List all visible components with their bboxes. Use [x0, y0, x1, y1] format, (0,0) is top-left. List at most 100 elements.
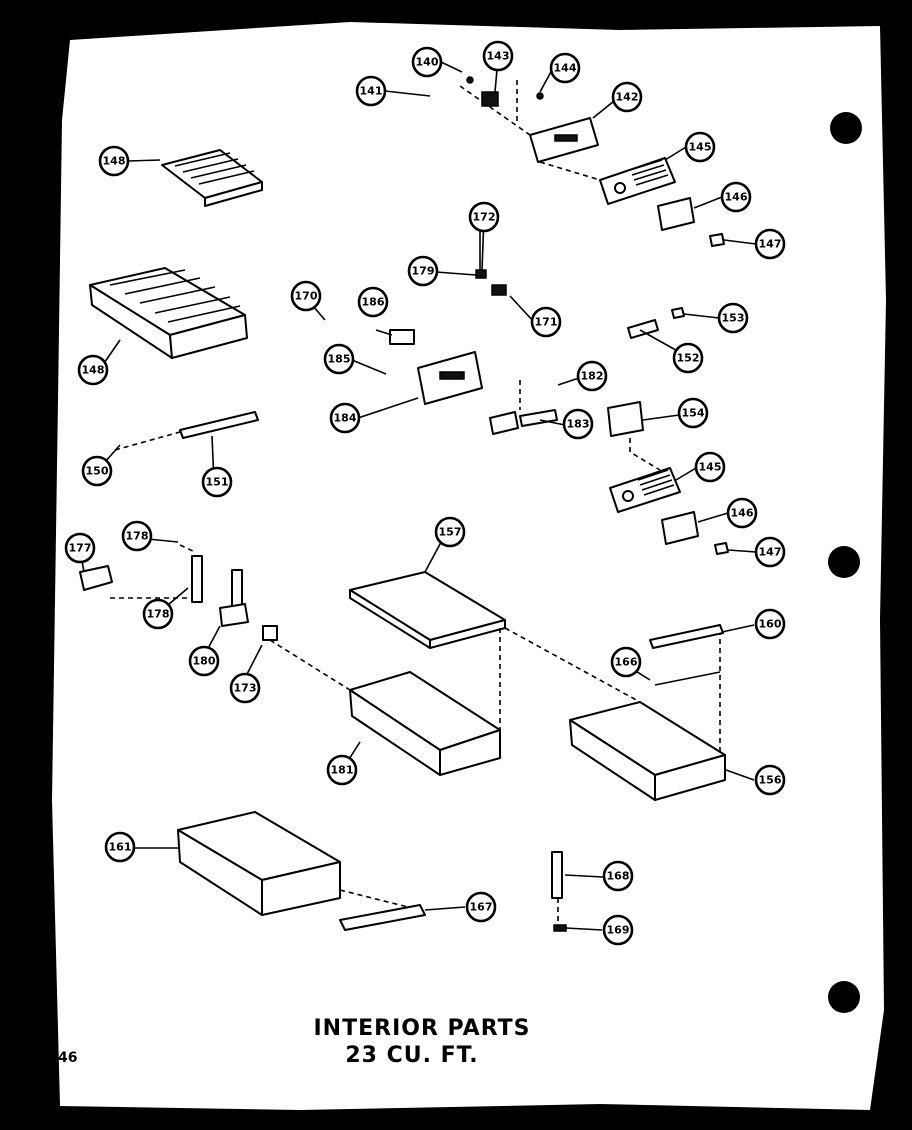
svg-text:145: 145 — [689, 141, 712, 154]
svg-text:146: 146 — [731, 507, 754, 520]
upper-rails-part — [649, 624, 724, 686]
svg-text:146: 146 — [725, 191, 748, 204]
svg-text:177: 177 — [69, 542, 92, 555]
callout-143: 143 — [482, 40, 514, 72]
binder-hole-bottom — [828, 981, 860, 1013]
callout-169: 169 — [602, 914, 634, 946]
paper — [52, 22, 886, 1110]
svg-text:141: 141 — [360, 85, 383, 98]
binder-hole-top — [830, 112, 862, 144]
callout-144: 144 — [549, 52, 581, 84]
callout-152: 152 — [672, 342, 704, 374]
callout-145-upper: 145 — [684, 131, 716, 163]
vegetable-pan-part — [177, 811, 421, 916]
callout-173: 173 — [229, 672, 261, 704]
svg-text:172: 172 — [473, 211, 496, 224]
callout-161: 161 — [104, 831, 136, 863]
svg-text:180: 180 — [193, 655, 216, 668]
callout-178-lower: 178 — [142, 598, 174, 630]
callout-179: 179 — [407, 255, 439, 287]
svg-text:178: 178 — [126, 530, 149, 543]
callout-140: 140 — [411, 46, 443, 78]
svg-text:152: 152 — [677, 352, 700, 365]
callout-168: 168 — [602, 860, 634, 892]
callout-180: 180 — [188, 645, 220, 677]
svg-text:150: 150 — [86, 465, 109, 478]
svg-text:157: 157 — [439, 526, 462, 539]
svg-text:167: 167 — [470, 901, 493, 914]
svg-text:186: 186 — [362, 296, 385, 309]
bracket-group-part — [79, 544, 278, 641]
control-housing-lower — [389, 230, 729, 555]
svg-text:154: 154 — [682, 407, 705, 420]
ice-bin-part — [89, 267, 248, 359]
crisper-pan-part — [269, 628, 501, 776]
svg-text:179: 179 — [412, 265, 435, 278]
callout-185: 185 — [323, 343, 355, 375]
callout-167: 167 — [465, 891, 497, 923]
callout-148-bin: 148 — [77, 354, 109, 386]
svg-text:145: 145 — [699, 461, 722, 474]
callout-147-upper: 147 — [754, 228, 786, 260]
callout-183: 183 — [562, 408, 594, 440]
callout-146-upper: 146 — [720, 181, 752, 213]
callout-157: 157 — [434, 516, 466, 548]
callout-172: 172 — [468, 201, 500, 233]
callout-154: 154 — [677, 397, 709, 429]
svg-text:151: 151 — [206, 476, 229, 489]
lower-rail-part — [339, 904, 426, 931]
callout-171: 171 — [530, 306, 562, 338]
svg-text:160: 160 — [759, 618, 782, 631]
title-line-1: INTERIOR PARTS — [314, 1016, 531, 1041]
svg-text:169: 169 — [607, 924, 630, 937]
small-parts-upper — [466, 76, 544, 125]
svg-text:181: 181 — [331, 764, 354, 777]
callout-156: 156 — [754, 764, 786, 796]
svg-text:153: 153 — [722, 312, 745, 325]
callout-170: 170 — [290, 280, 322, 312]
ice-tray-part — [161, 149, 263, 207]
svg-text:173: 173 — [234, 682, 257, 695]
svg-text:143: 143 — [487, 50, 510, 63]
callout-147-lower: 147 — [754, 536, 786, 568]
svg-text:183: 183 — [567, 418, 590, 431]
svg-text:185: 185 — [328, 353, 351, 366]
svg-text:156: 156 — [759, 774, 782, 787]
control-housing-upper — [459, 85, 725, 247]
svg-text:161: 161 — [109, 841, 132, 854]
callout-150: 150 — [81, 455, 113, 487]
svg-text:148: 148 — [103, 155, 126, 168]
svg-text:147: 147 — [759, 238, 782, 251]
svg-text:170: 170 — [295, 290, 318, 303]
svg-text:148: 148 — [82, 364, 105, 377]
svg-text:140: 140 — [416, 56, 439, 69]
svg-text:178: 178 — [147, 608, 170, 621]
callout-178-upper: 178 — [121, 520, 153, 552]
callout-151: 151 — [201, 466, 233, 498]
callout-166: 166 — [610, 646, 642, 678]
svg-text:168: 168 — [607, 870, 630, 883]
callout-146-lower: 146 — [726, 497, 758, 529]
svg-text:144: 144 — [554, 62, 577, 75]
callout-145-lower: 145 — [694, 451, 726, 483]
callout-148-tray: 148 — [98, 145, 130, 177]
callout-177: 177 — [64, 532, 96, 564]
svg-text:184: 184 — [334, 412, 357, 425]
title-line-2: 23 CU. FT. — [345, 1043, 478, 1068]
page-number: 46 — [58, 1050, 77, 1066]
svg-text:166: 166 — [615, 656, 638, 669]
callout-181: 181 — [326, 754, 358, 786]
callout-184: 184 — [329, 402, 361, 434]
svg-text:171: 171 — [535, 316, 558, 329]
meat-pan-part — [504, 627, 726, 801]
svg-text:182: 182 — [581, 370, 604, 383]
callout-142: 142 — [611, 81, 643, 113]
callout-153: 153 — [717, 302, 749, 334]
svg-text:142: 142 — [616, 91, 639, 104]
callout-186: 186 — [357, 286, 389, 318]
callout-160: 160 — [754, 608, 786, 640]
svg-text:147: 147 — [759, 546, 782, 559]
rail-part — [114, 411, 259, 451]
